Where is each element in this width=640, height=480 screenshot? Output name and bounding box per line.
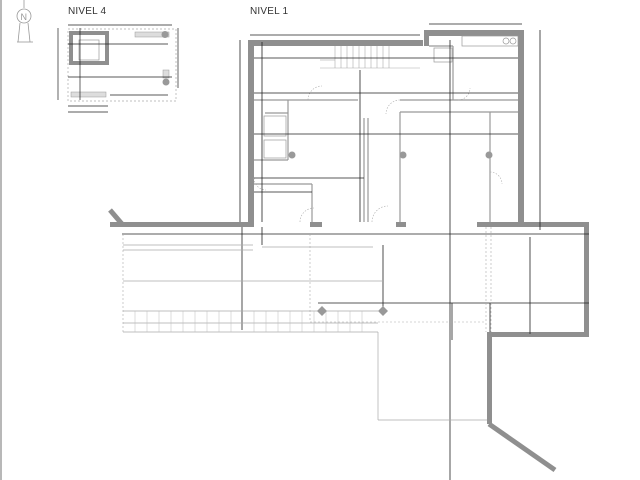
columns [288, 151, 493, 159]
nivel-4-title: NIVEL 4 [68, 6, 107, 17]
kitchen-counter [433, 35, 519, 63]
svg-text:N: N [21, 12, 28, 22]
page-left-border [0, 0, 2, 480]
level-markers [317, 306, 388, 316]
terrace [123, 244, 487, 421]
north-arrow-icon: N [16, 0, 33, 43]
guide-lines [122, 227, 492, 332]
dimension-lines [122, 23, 589, 480]
nivel-1-title: NIVEL 1 [250, 6, 289, 17]
nivel-4-plan [57, 24, 179, 113]
exterior-walls [110, 30, 589, 424]
door-swings [253, 85, 503, 223]
staircase [320, 46, 420, 69]
nivel-1-plan [108, 23, 589, 480]
paving-grid [134, 311, 363, 332]
